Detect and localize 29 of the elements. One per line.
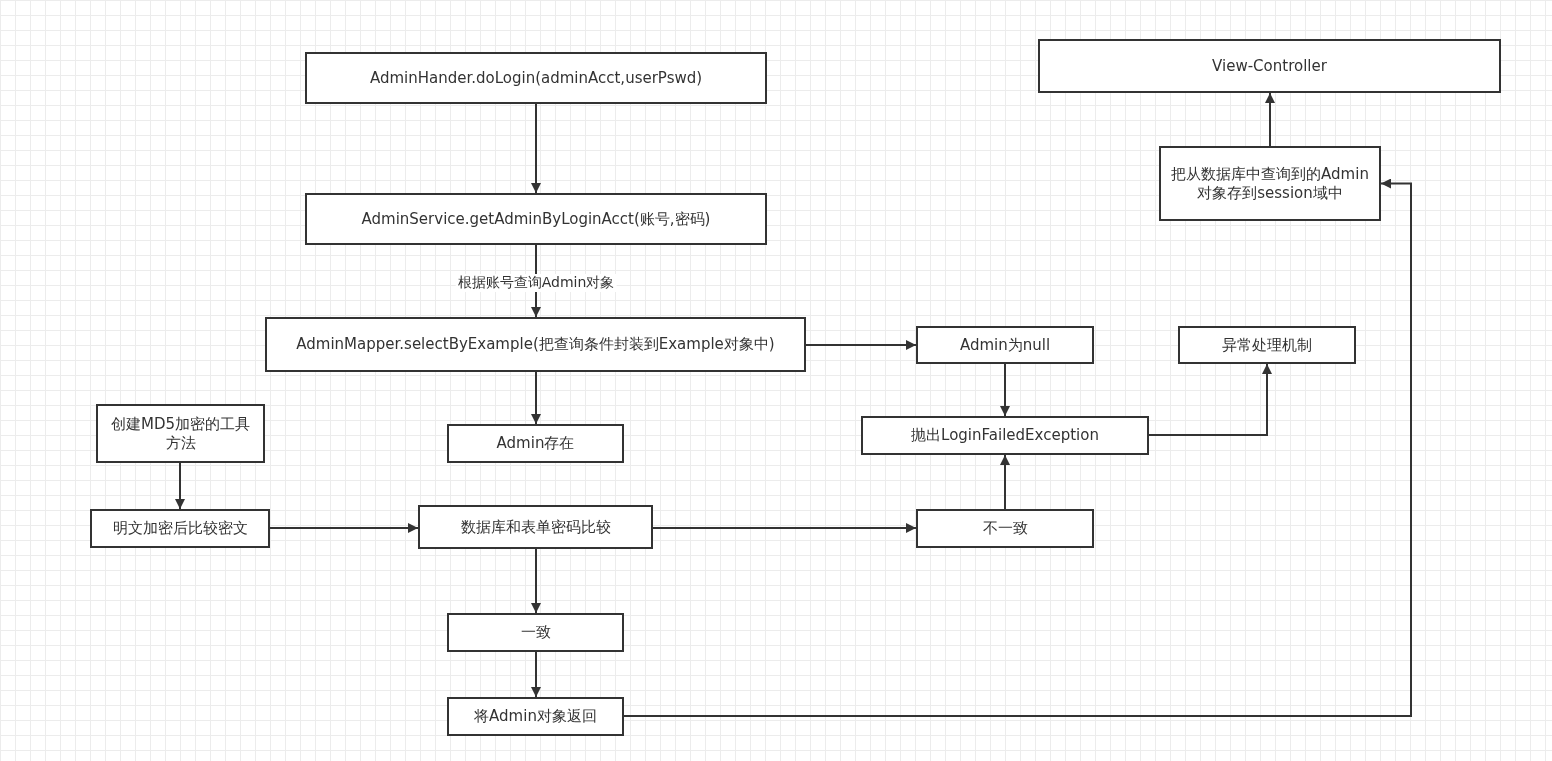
arrow bbox=[531, 103, 541, 194]
arrow bbox=[175, 462, 185, 510]
process-box: Admin为null bbox=[916, 326, 1094, 364]
arrow bbox=[805, 340, 917, 350]
arrow bbox=[1148, 363, 1272, 436]
arrow bbox=[531, 371, 541, 425]
process-box: 数据库和表单密码比较 bbox=[418, 505, 653, 549]
process-box: 抛出LoginFailedException bbox=[861, 416, 1149, 455]
process-box: 将Admin对象返回 bbox=[447, 697, 624, 736]
process-box: 不一致 bbox=[916, 509, 1094, 548]
arrow bbox=[531, 651, 541, 698]
process-box: 一致 bbox=[447, 613, 624, 652]
process-box: 创建MD5加密的工具方法 bbox=[96, 404, 265, 463]
arrow bbox=[531, 548, 541, 614]
arrow bbox=[1000, 363, 1010, 417]
process-box: AdminHander.doLogin(adminAcct,userPswd) bbox=[305, 52, 767, 104]
arrow bbox=[1265, 92, 1275, 147]
arrow bbox=[652, 523, 917, 533]
process-box: View-Controller bbox=[1038, 39, 1501, 93]
process-box: AdminService.getAdminByLoginAcct(账号,密码) bbox=[305, 193, 767, 245]
process-box: Admin存在 bbox=[447, 424, 624, 463]
edge-label: 根据账号查询Admin对象 bbox=[455, 274, 617, 292]
process-box: 明文加密后比较密文 bbox=[90, 509, 270, 548]
arrow bbox=[269, 523, 419, 533]
arrow bbox=[1000, 454, 1010, 510]
process-box: AdminMapper.selectByExample(把查询条件封装到Example对象中) bbox=[265, 317, 806, 372]
arrow bbox=[623, 178, 1412, 717]
process-box: 异常处理机制 bbox=[1178, 326, 1356, 364]
process-box: 把从数据库中查询到的Admin对象存到session域中 bbox=[1159, 146, 1381, 221]
